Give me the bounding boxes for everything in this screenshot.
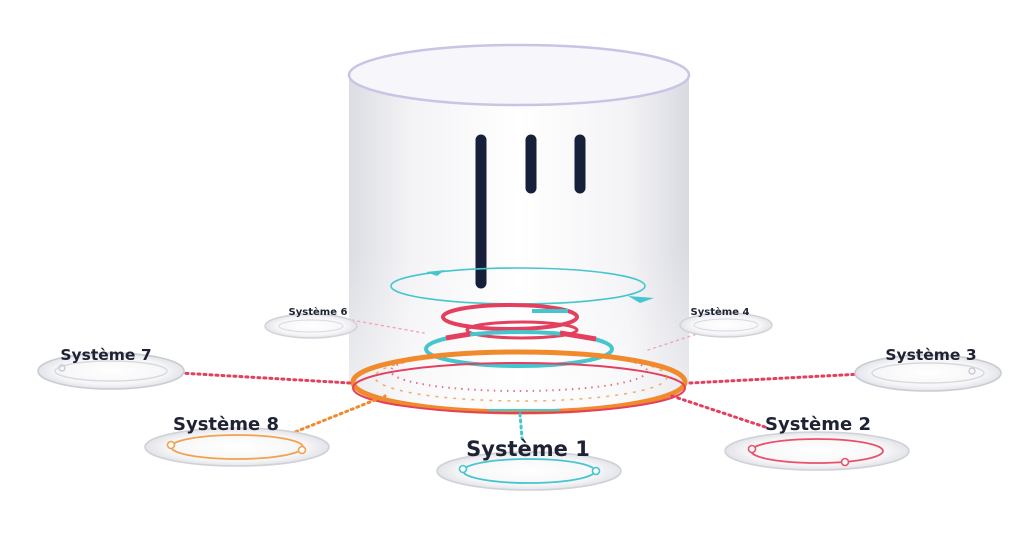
label-systeme-8: Système 8 [173,414,279,435]
cylinder [347,43,691,415]
system-disk-1 [436,451,622,491]
system-disk-7 [37,352,185,390]
cylinder-top-rim [347,43,691,107]
system-disk-2 [724,431,910,471]
label-systeme-2: Système 2 [765,414,871,435]
connector-systeme-8 [288,394,387,436]
label-systeme-4: Système 4 [691,306,750,318]
three-vertical-bars-logo [475,134,586,289]
connector-systeme-7 [178,371,352,385]
label-systeme-3: Système 3 [885,346,976,364]
connector-systeme-2 [670,394,770,430]
system-disk-4 [679,312,773,338]
label-systeme-1: Système 1 [466,437,590,461]
label-systeme-7: Système 7 [60,346,151,364]
connector-systeme-3 [688,372,864,385]
label-systeme-6: Système 6 [289,306,348,318]
connector-lines [178,317,864,440]
system-disk-6 [264,313,358,339]
system-disk-8 [144,427,330,467]
connector-systeme-6 [339,317,425,334]
connector-systeme-1 [518,412,524,440]
system-disk-3 [854,354,1002,392]
